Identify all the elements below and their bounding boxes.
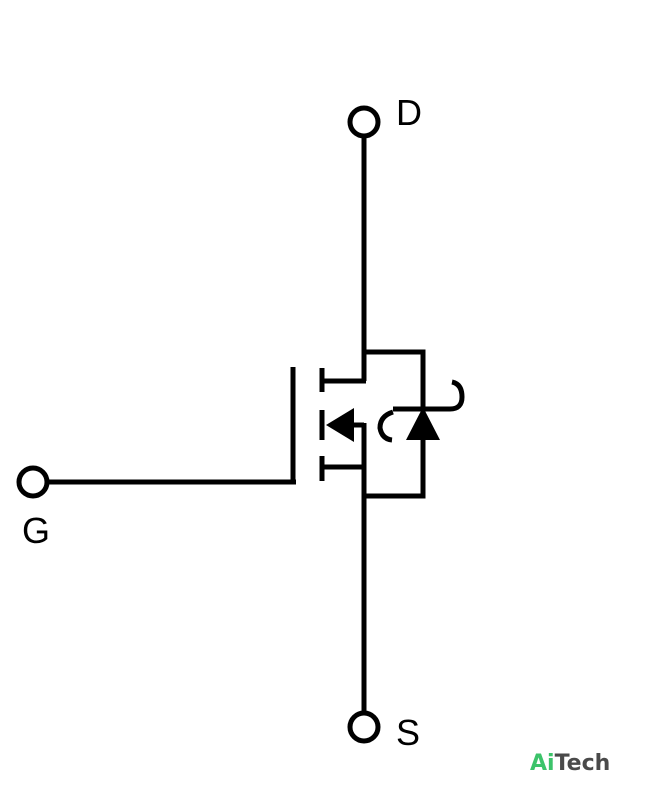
watermark-suffix: Tech bbox=[555, 751, 611, 776]
diode-triangle-icon bbox=[406, 407, 440, 440]
watermark-prefix: Ai bbox=[530, 751, 555, 776]
gate-terminal: G bbox=[16, 465, 50, 551]
body-arrow-icon bbox=[326, 408, 354, 442]
drain-terminal-circle bbox=[347, 105, 381, 139]
gate-terminal-circle bbox=[16, 465, 50, 499]
diode-loop bbox=[364, 349, 426, 499]
drain-label: D bbox=[396, 92, 422, 133]
source-terminal: S bbox=[347, 710, 420, 753]
watermark-logo: AiTech bbox=[530, 751, 610, 776]
diode-cathode-bar bbox=[393, 379, 465, 412]
source-label: S bbox=[396, 712, 420, 753]
gate-label: G bbox=[22, 510, 50, 551]
diode-cathode-hook bbox=[377, 409, 394, 443]
source-terminal-circle bbox=[347, 710, 381, 744]
drain-terminal: D bbox=[347, 92, 422, 139]
